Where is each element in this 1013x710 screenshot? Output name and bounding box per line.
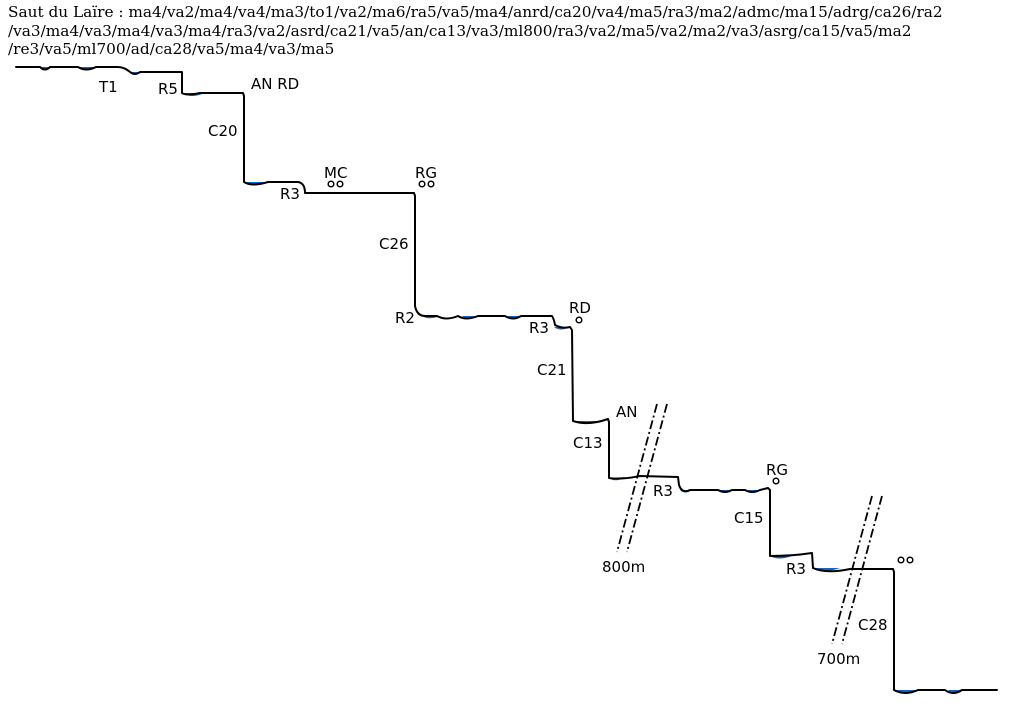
- label-c26: C26: [379, 235, 409, 253]
- break-line: [841, 495, 883, 645]
- section-labels: T1 R5 AN RD C20 R3 MC RG C26 R2 R3 RD C2…: [98, 75, 888, 668]
- canyon-description-caption: Saut du Laïre : ma4/va2/ma4/va4/ma3/to1/…: [8, 3, 1008, 59]
- label-r3-a: R3: [280, 185, 300, 203]
- break-line: [626, 403, 668, 553]
- label-t1: T1: [98, 78, 118, 96]
- label-mc: MC: [324, 164, 347, 182]
- break-line: [831, 495, 873, 645]
- break-line: [616, 403, 658, 553]
- label-rd: RD: [569, 299, 591, 317]
- anchor-ring-icon: [897, 556, 905, 564]
- anchor-ring-icon: [418, 180, 426, 188]
- label-r3-d: R3: [786, 560, 806, 578]
- label-800m: 800m: [602, 558, 645, 576]
- anchor-icons: [327, 180, 914, 564]
- label-r2: R2: [395, 309, 415, 327]
- water-pools: [40, 67, 962, 693]
- label-c15: C15: [734, 509, 764, 527]
- label-anrd: AN RD: [251, 75, 299, 93]
- anchor-ring-icon: [327, 180, 335, 188]
- label-r3-b: R3: [529, 319, 549, 337]
- caption-line-1: Saut du Laïre : ma4/va2/ma4/va4/ma3/to1/…: [8, 3, 943, 21]
- label-c21: C21: [537, 361, 567, 379]
- distance-break-markers: [616, 403, 883, 645]
- label-an: AN: [616, 403, 637, 421]
- anchor-ring-icon: [427, 180, 435, 188]
- label-c20: C20: [208, 122, 238, 140]
- label-r5: R5: [158, 80, 178, 98]
- label-r3-c: R3: [653, 482, 673, 500]
- caption-line-2: /va3/ma4/va3/ma4/va3/ma4/ra3/va2/asrd/ca…: [8, 21, 912, 40]
- anchor-ring-icon: [575, 316, 583, 324]
- anchor-ring-icon: [772, 477, 780, 485]
- label-c13: C13: [573, 434, 603, 452]
- canyon-profile-line: [15, 66, 998, 694]
- anchor-ring-icon: [906, 556, 914, 564]
- label-c28: C28: [858, 616, 888, 634]
- label-700m: 700m: [817, 650, 860, 668]
- label-rg-a: RG: [415, 164, 437, 182]
- anchor-ring-icon: [336, 180, 344, 188]
- caption-line-3: /re3/va5/ml700/ad/ca28/va5/ma4/va3/ma5: [8, 40, 335, 58]
- label-rg-b: RG: [766, 461, 788, 479]
